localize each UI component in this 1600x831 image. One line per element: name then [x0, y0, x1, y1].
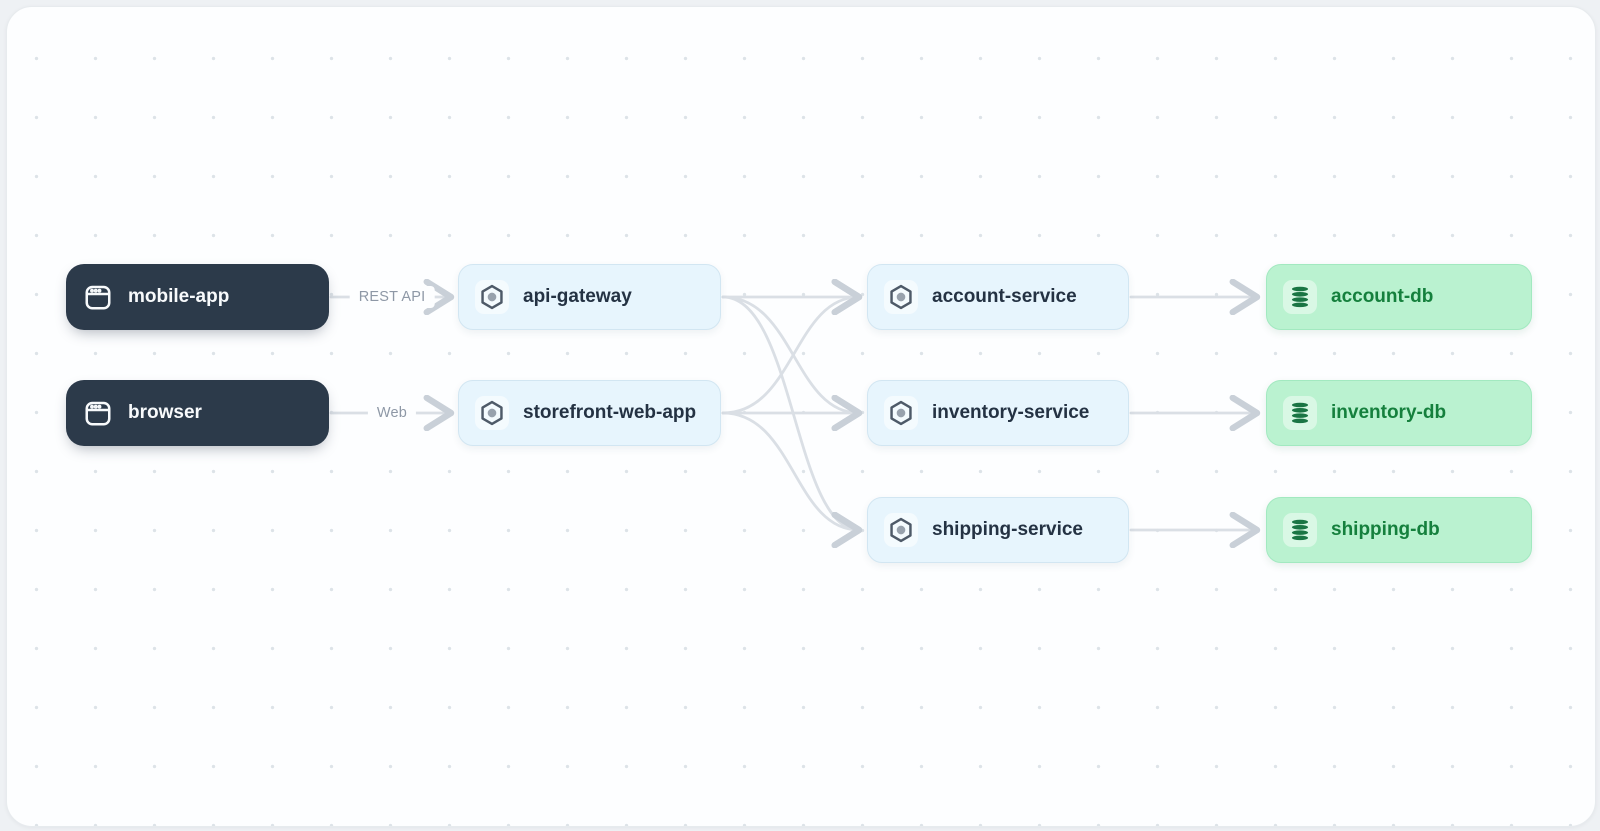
- hexagon-nut-icon: [884, 396, 918, 430]
- database-stack-icon: [1283, 280, 1317, 314]
- node-label: inventory-db: [1331, 402, 1447, 423]
- hexagon-nut-icon: [475, 280, 509, 314]
- node-label: shipping-service: [932, 519, 1083, 540]
- node-storefront-web-app[interactable]: storefront-web-app: [458, 380, 721, 446]
- hexagon-nut-icon: [884, 280, 918, 314]
- edges-layer: [329, 6, 1596, 827]
- node-api-gateway[interactable]: api-gateway: [458, 264, 721, 330]
- edge-api-gateway-inventory-service: [721, 295, 859, 413]
- node-label: account-db: [1331, 286, 1434, 307]
- edge-storefront-account-service: [721, 297, 859, 415]
- node-label: api-gateway: [523, 286, 632, 307]
- app-window-icon: [82, 397, 114, 429]
- hexagon-nut-icon: [475, 396, 509, 430]
- database-stack-icon: [1283, 513, 1317, 547]
- node-label: inventory-service: [932, 402, 1090, 423]
- hexagon-nut-icon: [884, 513, 918, 547]
- node-inventory-db[interactable]: inventory-db: [1266, 380, 1532, 446]
- node-browser[interactable]: browser: [66, 380, 329, 446]
- edge-label-rest-api: REST API: [349, 286, 435, 308]
- node-label: browser: [128, 402, 202, 423]
- node-inventory-service[interactable]: inventory-service: [867, 380, 1129, 446]
- node-account-service[interactable]: account-service: [867, 264, 1129, 330]
- diagram-layer: REST API Web mobile-app: [7, 6, 1596, 827]
- node-mobile-app[interactable]: mobile-app: [66, 264, 329, 330]
- node-shipping-service[interactable]: shipping-service: [867, 497, 1129, 563]
- app-window-icon: [82, 281, 114, 313]
- edge-storefront-shipping-service: [721, 411, 859, 530]
- node-label: shipping-db: [1331, 519, 1440, 540]
- diagram-canvas[interactable]: REST API Web mobile-app: [6, 6, 1596, 827]
- node-label: account-service: [932, 286, 1077, 307]
- edge-label-web: Web: [367, 402, 417, 424]
- node-shipping-db[interactable]: shipping-db: [1266, 497, 1532, 563]
- node-label: mobile-app: [128, 286, 230, 307]
- database-stack-icon: [1283, 396, 1317, 430]
- node-account-db[interactable]: account-db: [1266, 264, 1532, 330]
- node-label: storefront-web-app: [523, 402, 697, 423]
